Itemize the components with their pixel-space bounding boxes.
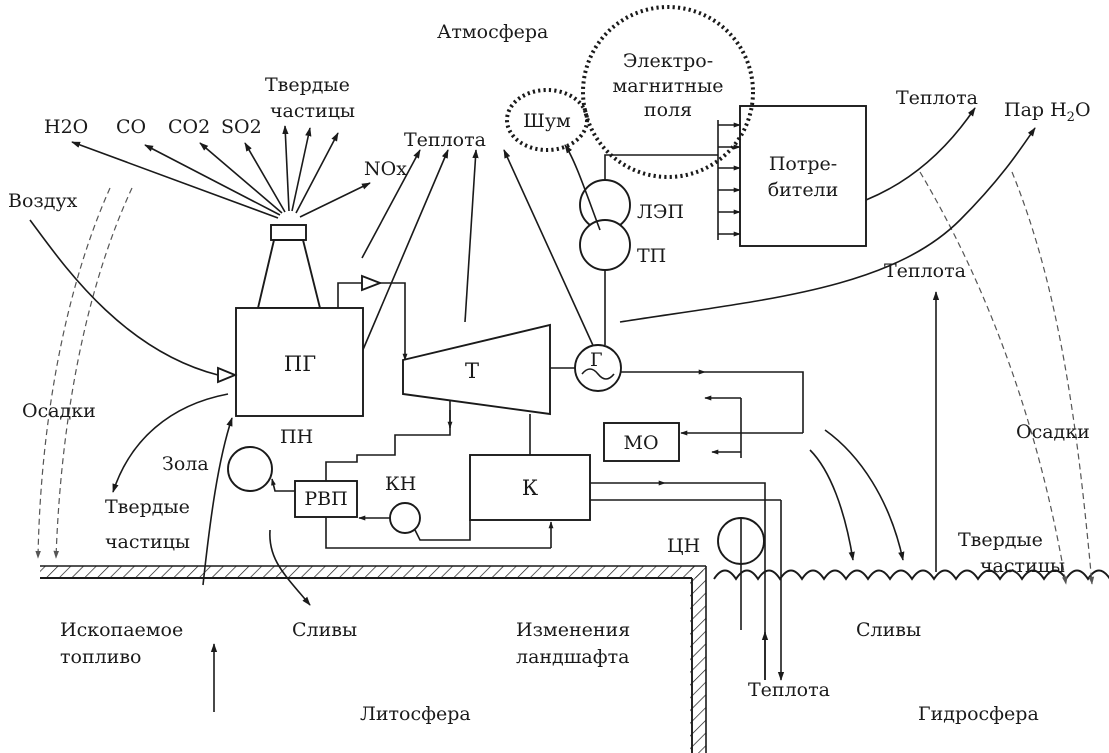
lithosphere-ground: [40, 565, 707, 753]
generator: [574, 344, 622, 392]
solid-particles-right-label-2: частицы: [980, 555, 1065, 577]
fossil-fuel-label-2: топливо: [60, 646, 141, 668]
noise-halo: [505, 88, 589, 152]
noise-label: Шум: [523, 110, 571, 132]
drains-right-arrow-1: [809, 449, 855, 561]
oil-cooler-box: [603, 422, 680, 462]
drain-loop-line: [325, 517, 551, 549]
chimney: [256, 224, 322, 309]
consumers-box: [739, 105, 867, 247]
precipitation-right-label: Осадки: [1016, 421, 1090, 443]
solid-particles-left-label-2: частицы: [105, 531, 190, 553]
consumers-label-1: Потре-: [769, 153, 837, 175]
condensate-pump: [389, 502, 421, 534]
turbine-label: Т: [465, 359, 479, 383]
precipitation-left-label: Осадки: [22, 400, 96, 422]
em-fields-label-2: магнитные: [613, 75, 724, 97]
precipitation-right-arrow-1: [919, 171, 1068, 585]
lithosphere-label: Литосфера: [360, 703, 471, 725]
feed-pump-label: ПН: [280, 426, 313, 448]
regenerative-heater-label: РВП: [304, 488, 347, 510]
heat-arrows-top: [361, 149, 597, 353]
em-fields-label-1: Электро-: [623, 50, 713, 72]
landscape-label-2: ландшафта: [516, 646, 629, 668]
nox-label: NOx: [364, 158, 407, 180]
noise-arrow: [564, 144, 601, 231]
drains-left-arrow: [269, 529, 311, 606]
consumers-heat-arrow: [865, 107, 976, 201]
h2o-label: H2O: [44, 116, 88, 138]
heat-bottom-label: Теплота: [748, 679, 830, 701]
steam-label: Пар H2O: [1004, 99, 1091, 125]
condenser-label: К: [522, 476, 538, 500]
hydrosphere-label: Гидросфера: [918, 703, 1039, 725]
solid-particles-top-label-2: частицы: [270, 100, 355, 122]
precipitation-left-arrow-1: [35, 187, 111, 559]
air-inlet-valve: [217, 366, 238, 384]
steam-arrow: [619, 127, 1036, 323]
condensate-pump-label: КН: [385, 473, 416, 495]
rvp-to-feed-pump-arrow: [271, 478, 295, 492]
steam-generator-box: [235, 307, 364, 417]
atmosphere-label: Атмосфера: [437, 21, 548, 43]
generator-label: Г: [590, 349, 603, 371]
consumer-feed-arrows: [718, 122, 741, 237]
precipitation-right-arrow-2: [1011, 171, 1095, 585]
extraction-line: [325, 400, 451, 481]
emission-arrows: [71, 125, 371, 219]
water-surface: [713, 569, 1109, 581]
drains-right-label: Сливы: [856, 619, 921, 641]
drains-right-arrow-2: [824, 429, 905, 561]
precipitation-left-arrow-2: [53, 187, 133, 559]
em-fields-label-3: поля: [644, 99, 692, 121]
fossil-fuel-label-1: Ископаемое: [60, 619, 183, 641]
heat-right-label: Теплота: [896, 87, 978, 109]
landscape-label-1: Изменения: [516, 619, 630, 641]
condenser-to-kn-line: [414, 520, 471, 541]
lep-label: ЛЭП: [637, 201, 684, 223]
steam-generator-label: ПГ: [284, 352, 316, 376]
solid-particles-right-label-1: Твердые: [958, 529, 1043, 551]
solid-particles-top-label-1: Твердые: [265, 74, 350, 96]
consumers-label-2: бители: [768, 179, 839, 201]
steam-valve: [361, 274, 383, 292]
steam-line: [337, 282, 362, 308]
ash-label: Зола: [162, 453, 209, 475]
substation-transformer: [579, 219, 631, 271]
co2-label: CO2: [168, 116, 210, 138]
generator-wave-icon: [581, 368, 615, 380]
ash-arrow: [112, 393, 229, 493]
condenser-box: [469, 454, 591, 521]
power-line: [604, 154, 718, 180]
turbine: [402, 323, 551, 416]
solid-particles-left-label-1: Твердые: [105, 496, 190, 518]
tp-label: ТП: [637, 245, 666, 267]
so2-label: SO2: [221, 116, 262, 138]
co-label: CO: [116, 116, 146, 138]
feed-pump: [227, 446, 273, 492]
heat-top-label: Теплота: [404, 129, 486, 151]
drains-left-label: Сливы: [292, 619, 357, 641]
oil-cooler-label: МО: [623, 432, 658, 454]
fuel-feed-arrow: [202, 417, 233, 586]
heat-mid-right-label: Теплота: [884, 260, 966, 282]
circulation-pump-label: ЦН: [667, 535, 700, 557]
em-fields-halo: [581, 5, 755, 179]
air-label: Воздух: [8, 190, 78, 212]
steam-line-2: [380, 282, 408, 361]
air-arrow: [29, 219, 219, 376]
